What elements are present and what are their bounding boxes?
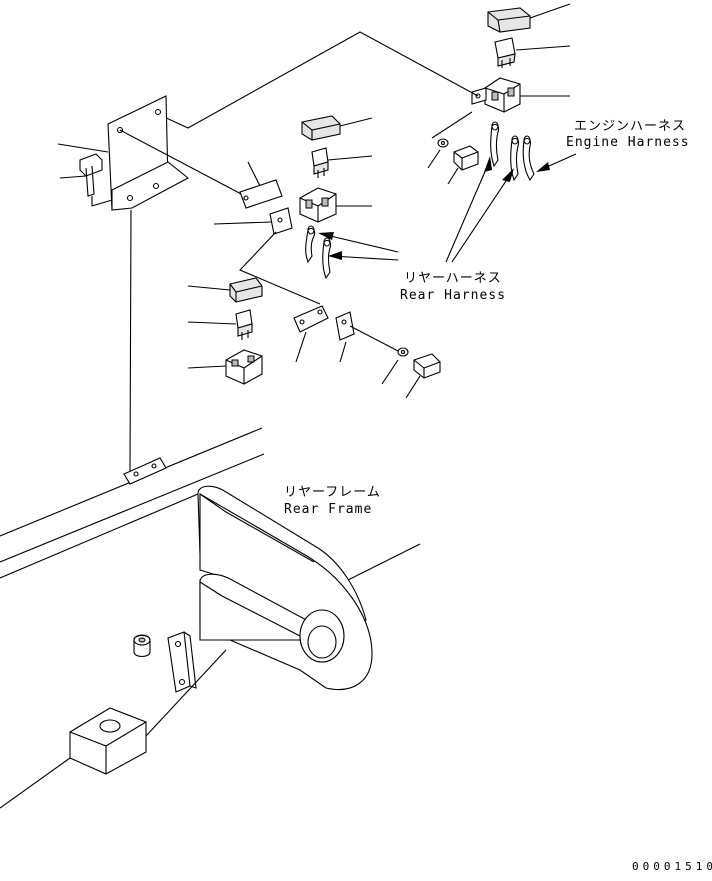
lower-cap <box>187 277 263 303</box>
rear-harness-wires-right <box>490 121 520 182</box>
lower-bracket-b <box>335 311 401 363</box>
engine-harness-label-jp: エンジンハーネス <box>574 119 686 134</box>
middle-bracket-a <box>239 161 283 209</box>
rear-frame-label-en: Rear Frame <box>284 502 372 517</box>
rear-frame-label-jp: リヤーフレーム <box>284 485 381 500</box>
rear-harness-arrows <box>318 156 514 263</box>
middle-cap <box>301 115 373 141</box>
rear-harness-label-jp: リヤーハーネス <box>404 271 502 286</box>
lower-washer-bolt <box>381 347 441 399</box>
middle-relay <box>311 147 373 178</box>
frame-rail <box>0 427 265 579</box>
bracket-bolt <box>79 153 113 207</box>
rear-frame-hitch <box>197 485 421 690</box>
top-right-cap <box>487 7 531 33</box>
lower-socket <box>187 349 263 385</box>
mount-line <box>129 209 132 473</box>
lower-relay <box>187 309 253 340</box>
engine-harness-arrow <box>536 153 577 172</box>
engine-harness-label-en: Engine Harness <box>566 135 690 150</box>
engine-harness-wire <box>522 135 535 182</box>
middle-socket <box>299 187 372 223</box>
top-right-relay <box>494 37 516 68</box>
frame-bushing <box>133 634 151 658</box>
frame-block <box>0 649 227 809</box>
rear-harness-label-en: Rear Harness <box>400 288 506 303</box>
leader-lines-left <box>57 143 109 179</box>
drawing-number: 00001510 <box>632 860 712 873</box>
right-washer-bolt <box>427 111 479 185</box>
frame-plate <box>167 631 197 693</box>
top-right-socket <box>471 77 521 113</box>
upper-bracket <box>107 95 246 211</box>
leader-lines-top <box>161 3 571 129</box>
lower-bracket-a <box>293 305 329 363</box>
rear-harness-wires-mid <box>305 225 332 280</box>
middle-bracket-b <box>213 207 321 305</box>
